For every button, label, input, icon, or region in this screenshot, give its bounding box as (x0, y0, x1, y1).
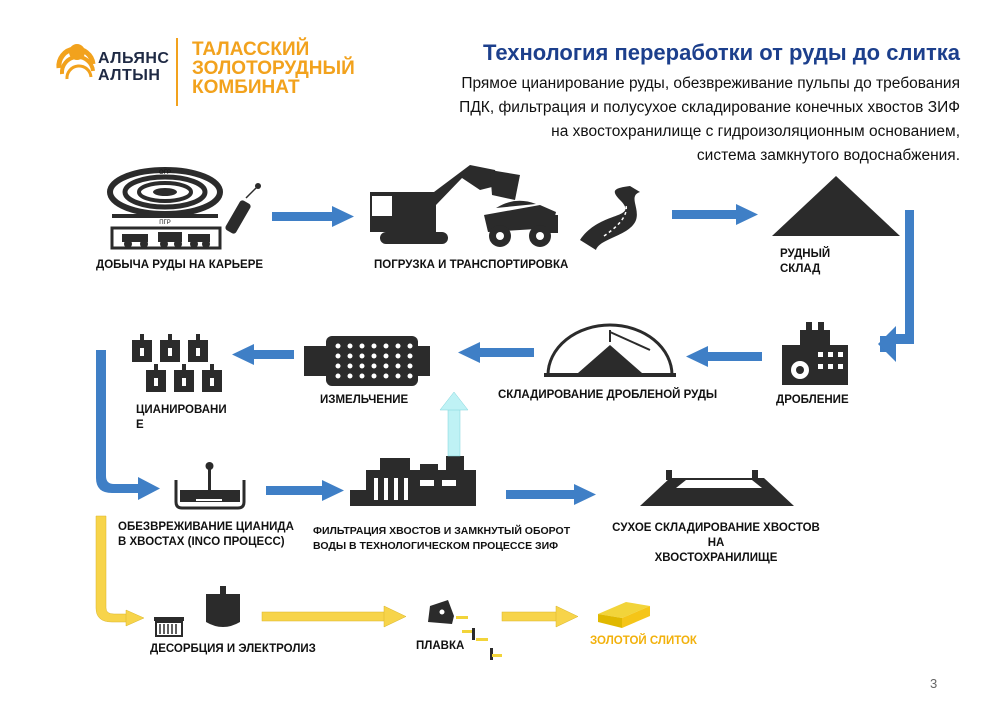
arrow-water-recycle (439, 391, 469, 457)
grinding-mill-icon (304, 336, 430, 386)
label-desorption: ДЕСОРБЦИЯ И ЭЛЕКТРОЛИЗ (150, 643, 316, 655)
logo-divider (176, 38, 178, 106)
label-mining: ДОБЫЧА РУДЫ НА КАРЬЕРЕ (96, 259, 264, 271)
road-icon (580, 186, 640, 250)
page-subtitle: Прямое цианирование руды, обезвреживание… (459, 75, 960, 164)
detox-tank-icon (174, 462, 246, 510)
arrow-mining-to-loading (272, 206, 354, 227)
arrow-smelting-to-gold (501, 605, 579, 628)
smelting-furnace-icon (428, 600, 502, 660)
label-grinding: ИЗМЕЛЬЧЕНИЕ (320, 394, 409, 406)
arrow-detox-to-desorption (95, 515, 145, 627)
cyanidation-tanks-icon (132, 334, 222, 392)
arrow-detox-to-filtration (266, 480, 344, 501)
label-detox: ОБЕЗВРЕЖИВАНИЕ ЦИАНИДА В ХВОСТАХ (INCO П… (118, 521, 294, 548)
label-crushed-storage: СКЛАДИРОВАНИЕ ДРОБЛЕНОЙ РУДЫ (498, 389, 718, 401)
dynamite-icon (225, 183, 261, 234)
arrow-road-to-stock (672, 204, 758, 225)
open-pit-icon: ОГР ПГР (107, 167, 223, 226)
label-loading: ПОГРУЗКА И ТРАНСПОРТИРОВКА (374, 259, 569, 271)
logo-company-name: АЛЬЯНС АЛТЫН (98, 50, 170, 84)
page-title: Технология переработки от руды до слитка (483, 40, 960, 65)
mining-vehicles-icon (110, 226, 222, 250)
tailings-storage-icon (640, 470, 794, 506)
desorption-column-icon (206, 586, 240, 627)
storage-dome-icon (544, 323, 676, 377)
label-cyanidation: ЦИАНИРОВАНИ Е (136, 404, 227, 431)
label-ore-stock: РУДНЫЙ СКЛАД (780, 248, 831, 275)
arrow-cyanidation-to-detox (96, 350, 160, 500)
dump-truck-icon (484, 200, 558, 247)
gold-bar-icon (598, 602, 650, 628)
label-smelting: ПЛАВКА (416, 640, 465, 652)
arrow-filtration-to-tailings (506, 484, 596, 505)
page-number: 3 (930, 676, 938, 691)
arrow-grinding-to-cyanidation (232, 344, 294, 365)
ore-pile-icon (772, 176, 900, 236)
pit-label-bottom: ПГР (159, 220, 171, 226)
logo-plant-name: ТАЛАССКИЙ ЗОЛОТОРУДНЫЙ КОМБИНАТ (192, 39, 355, 98)
arrow-desorption-to-smelting (261, 605, 407, 628)
electrolysis-cell-icon (154, 617, 184, 637)
crusher-building-icon (782, 322, 848, 385)
label-gold-bar: ЗОЛОТОЙ СЛИТОК (590, 635, 697, 647)
label-crushing: ДРОБЛЕНИЕ (776, 394, 849, 406)
excavator-icon (370, 165, 520, 244)
pit-label-top: ОГР (159, 170, 171, 176)
label-dry-stacking: СУХОЕ СКЛАДИРОВАНИЕ ХВОСТОВ НА ХВОСТОХРА… (612, 522, 820, 564)
arrow-storage-to-grinding (458, 342, 534, 363)
arrow-stock-to-crushing (878, 210, 914, 362)
label-filtration: ФИЛЬТРАЦИЯ ХВОСТОВ И ЗАМКНУТЫЙ ОБОРОТ ВО… (313, 525, 571, 552)
logo-sun-icon (56, 44, 96, 80)
arrow-crushing-to-storage (686, 346, 762, 367)
